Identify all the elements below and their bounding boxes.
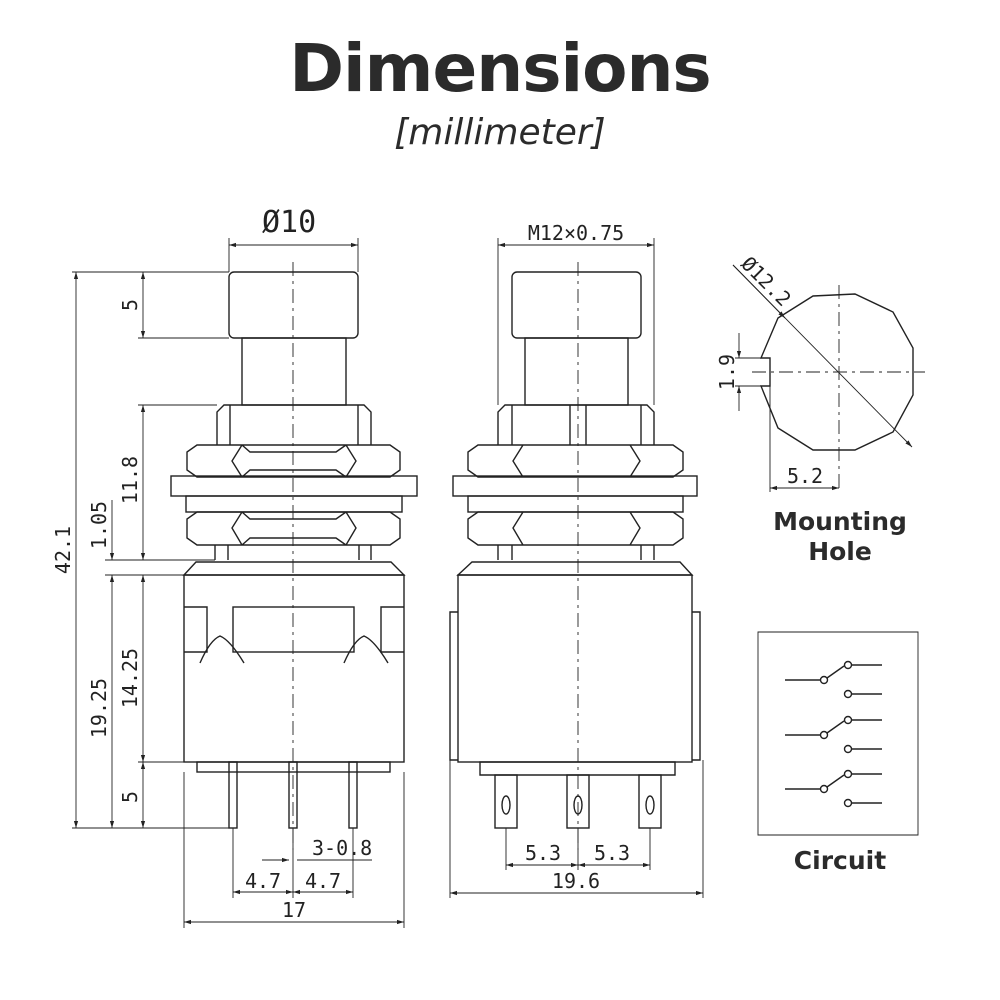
side-view-dimensions: Ø10 42.1 5 11.8 1.05 14.25 19.25 5 3-0.8… [51,205,405,928]
dim-pin-pitch-left: 4.7 [245,869,281,893]
dim-cap-height: 5 [118,299,142,311]
dim-body-height: 14.25 [118,648,142,708]
mounting-hole-label-line2: Hole [808,537,872,566]
page-title: Dimensions [289,30,711,107]
dim-pin-spec: 3-0.8 [312,836,372,860]
dim-total-height: 42.1 [51,526,75,574]
dim-terminal-pitch-right: 5.3 [594,841,630,865]
switch-pole-1 [785,660,882,699]
switch-pole-2 [785,715,882,754]
front-view-dimensions: M12×0.75 5.3 5.3 19.6 [449,221,704,898]
dim-hole-diameter: Ø12.2 [736,252,796,312]
dim-key-width: 1.9 [715,354,739,390]
unit-subtitle: [millimeter] [394,112,606,153]
dim-width: 17 [282,898,306,922]
switch-pole-3 [785,769,882,808]
dim-body-with-pins: 19.25 [87,678,111,738]
dim-flange: 1.05 [87,501,111,549]
dim-top-diameter: Ø10 [262,205,316,240]
front-view-switch [449,262,701,850]
mounting-hole-label: Mounting Hole [740,507,940,567]
side-view-switch [170,262,418,850]
dim-front-width: 19.6 [552,869,600,893]
dim-pin-length: 5 [118,791,142,803]
mounting-hole-label-line1: Mounting [773,507,907,536]
circuit-label: Circuit [793,846,887,875]
dim-key-offset: 5.2 [787,464,823,488]
dim-thread: M12×0.75 [528,221,624,245]
dim-terminal-pitch-left: 5.3 [525,841,561,865]
dim-pin-pitch-right: 4.7 [305,869,341,893]
mounting-hole-drawing: Ø12.2 1.9 5.2 [715,252,925,492]
circuit-diagram [757,631,919,836]
dim-bushing-height: 11.8 [118,456,142,504]
